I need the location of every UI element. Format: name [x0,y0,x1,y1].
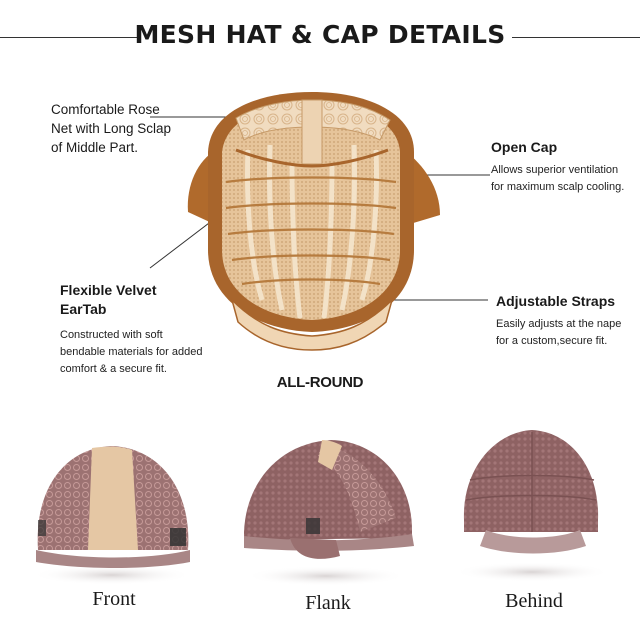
flank-cap-photo [244,440,414,586]
velvet-eartab-line-2: bendable materials for added [60,346,203,358]
open-cap-line-2: for maximum scalp cooling. [491,181,625,193]
open-cap-line-1: Allows superior ventilation [491,164,619,176]
rose-net-line-2: Net with Long Sclap [51,121,172,136]
title-rule-left [0,37,140,38]
view-label-front: Front [92,588,136,610]
middle-part-strip [301,99,323,165]
cap-illustration [187,92,440,351]
velvet-eartab-title-1: Flexible Velvet [60,282,157,298]
velvet-eartab-line-1: Constructed with soft [60,329,163,341]
rose-net-line-1: Comfortable Rose [51,102,160,117]
leader-lines [149,116,490,301]
view-label-flank: Flank [305,592,351,614]
open-cap-callout: Open Cap Allows superior ventilation for… [491,138,636,196]
title-rule-right [512,37,640,38]
view-label-behind: Behind [505,590,563,612]
open-cap-title: Open Cap [491,139,558,155]
all-round-label: ALL-ROUND [276,374,364,391]
straps-title: Adjustable Straps [496,293,616,309]
behind-cap-photo [454,430,610,582]
straps-line-2: for a custom,secure fit. [496,335,608,347]
cap-photos [32,430,610,586]
rose-net-callout: Comfortable Rose Net with Long Sclap of … [51,100,211,157]
straps-callout: Adjustable Straps Easily adjusts at the … [496,292,636,350]
velvet-eartab-callout: Flexible Velvet EarTab Constructed with … [60,281,230,378]
page-title: MESH HAT & CAP DETAILS [134,20,506,49]
velvet-eartab-line-3: comfort & a secure fit. [60,363,167,375]
velvet-eartab-title-2: EarTab [60,301,107,317]
rose-net-line-3: of Middle Part. [51,140,139,155]
nape-band [230,297,394,351]
front-cap-photo [32,446,192,585]
straps-line-1: Easily adjusts at the nape [496,318,622,330]
